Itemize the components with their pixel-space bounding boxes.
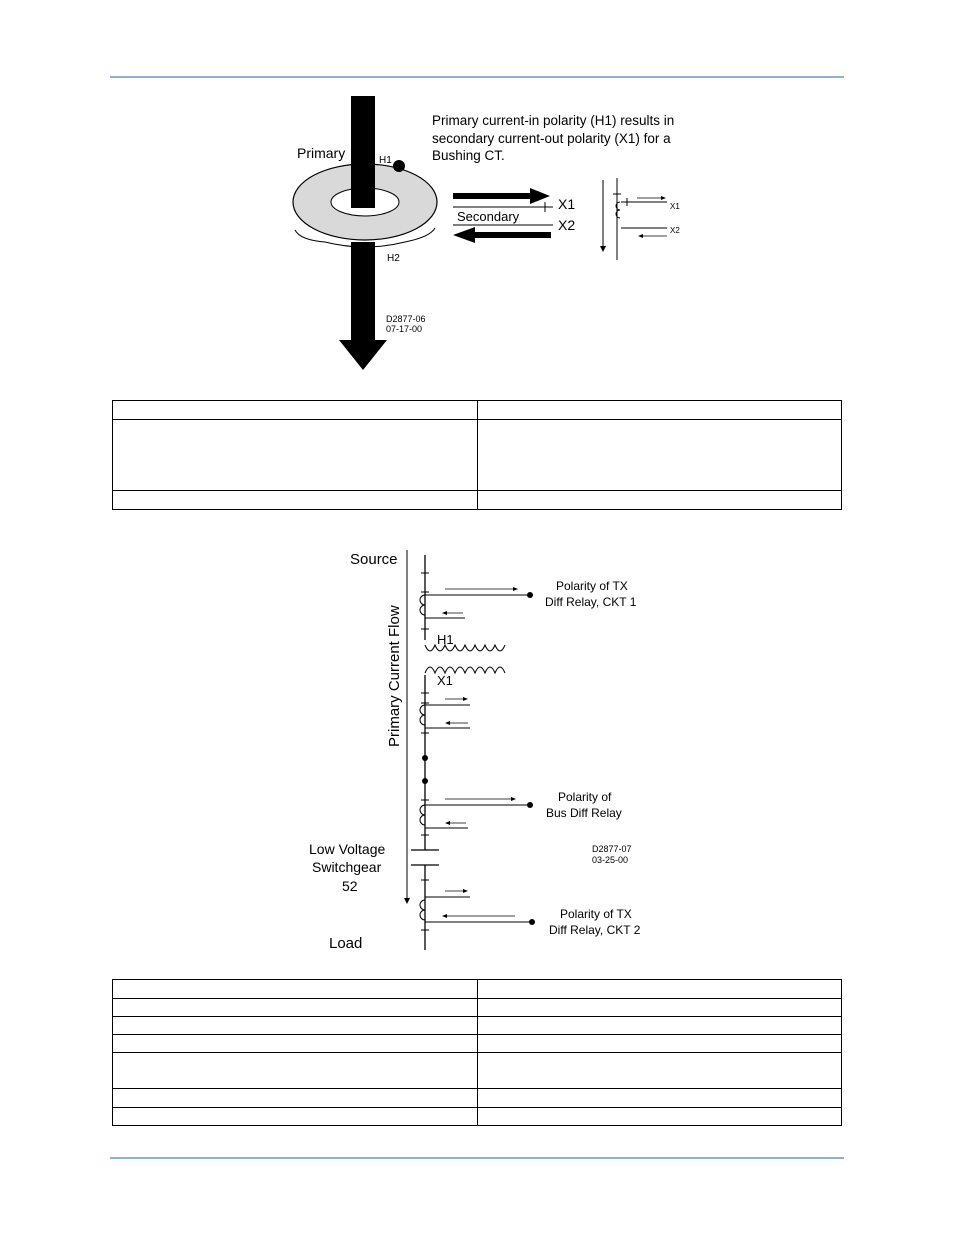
table-cell <box>112 400 478 420</box>
drawing-number-2: D2877-07 <box>592 844 632 854</box>
polarity-note-line2: secondary current-out polarity (X1) for … <box>432 131 671 146</box>
table-cell <box>476 1107 842 1126</box>
table-cell <box>476 1016 842 1035</box>
lv-switchgear-line1: Low Voltage <box>309 841 385 857</box>
drawing-number: D2877-06 <box>386 314 426 324</box>
secondary-out-arrow-shaft <box>453 193 533 199</box>
tx2-polarity-line1: Polarity of TX <box>560 907 632 921</box>
bus-node-lower <box>422 778 428 784</box>
drawing-date-2: 03-25-00 <box>592 855 628 865</box>
transformer-secondary-winding <box>424 666 506 675</box>
table-cell <box>112 1088 478 1108</box>
tx1-polarity-line2: Diff Relay, CKT 1 <box>545 595 637 609</box>
transformer-h1-label: H1 <box>437 632 454 647</box>
table-cell <box>112 1052 478 1089</box>
table-row <box>112 1016 842 1035</box>
lv-switchgear-line3: 52 <box>342 878 358 894</box>
table-cell <box>112 419 478 491</box>
bus-polarity-line1: Polarity of <box>558 790 612 804</box>
secondary-out-arrowhead <box>530 188 550 204</box>
ct4-coil <box>419 899 426 921</box>
x1-label: X1 <box>558 196 575 212</box>
ct3-relay-dot <box>527 802 533 808</box>
bus-polarity-line2: Bus Diff Relay <box>546 806 622 820</box>
load-label: Load <box>329 935 362 952</box>
polarity-note-line1: Primary current-in polarity (H1) results… <box>432 113 674 128</box>
table-row <box>112 419 842 491</box>
ct4-relay-dot <box>529 919 535 925</box>
table-row <box>112 1107 842 1126</box>
ct3-coil <box>419 804 426 826</box>
source-label: Source <box>350 551 398 568</box>
lv-switchgear-line2: Switchgear <box>312 859 382 875</box>
schematic-x2-label: X2 <box>670 226 680 235</box>
table-row <box>112 1034 842 1053</box>
ct2-coil <box>419 704 426 726</box>
table-cell <box>476 419 842 491</box>
table-cell <box>476 490 842 510</box>
schematic-x1-label: X1 <box>670 202 680 211</box>
primary-current-arrowhead <box>339 340 387 370</box>
table-row <box>112 1052 842 1089</box>
table-row <box>112 1088 842 1108</box>
h1-label: H1 <box>379 155 392 166</box>
secondary-in-arrowhead <box>453 227 475 243</box>
x2-label: X2 <box>558 217 575 233</box>
table-row <box>112 998 842 1017</box>
ct-polarity-one-line-figure: Primary Current Flow Source Load Polarit… <box>309 550 641 952</box>
table-1 <box>112 400 842 510</box>
bushing-ct-polarity-figure: Primary H1 H2 X1 X2 Secondary Primary cu… <box>292 96 680 370</box>
table-cell <box>112 1107 478 1126</box>
table-cell <box>476 1052 842 1089</box>
ct1-coil <box>419 594 426 616</box>
table-cell <box>112 998 478 1017</box>
bus-node-upper <box>422 755 428 761</box>
drawing-date: 07-17-00 <box>386 324 422 334</box>
primary-label: Primary <box>297 145 345 161</box>
table-cell <box>476 1034 842 1053</box>
table-row <box>112 400 842 420</box>
secondary-in-arrow-shaft <box>473 232 551 238</box>
h1-polarity-dot <box>393 160 405 172</box>
secondary-label: Secondary <box>457 209 520 224</box>
table-cell <box>476 400 842 420</box>
transformer-x1-label: X1 <box>437 673 453 688</box>
table-row <box>112 490 842 510</box>
footer-rule <box>110 1157 844 1159</box>
table-cell <box>112 1034 478 1053</box>
transformer-primary-winding <box>424 643 506 652</box>
tx2-polarity-line2: Diff Relay, CKT 2 <box>549 923 641 937</box>
table-cell <box>112 979 478 999</box>
primary-conductor-top <box>351 96 375 208</box>
table-row <box>112 979 842 999</box>
ct1-relay-dot <box>527 592 533 598</box>
table-cell <box>476 979 842 999</box>
schematic-ct-coil <box>615 201 621 219</box>
schematic-flow-arrowhead <box>600 246 606 252</box>
polarity-note-line3: Bushing CT. <box>432 148 505 163</box>
header-rule <box>110 76 844 78</box>
table-cell <box>476 1088 842 1108</box>
table-cell <box>476 998 842 1017</box>
table-2 <box>112 979 842 1126</box>
primary-conductor-bottom <box>351 242 375 342</box>
tx1-polarity-line1: Polarity of TX <box>556 579 628 593</box>
primary-current-flow-label: Primary Current Flow <box>386 605 403 747</box>
table-cell <box>112 490 478 510</box>
h2-label: H2 <box>387 253 400 264</box>
table-cell <box>112 1016 478 1035</box>
primary-flow-arrowhead <box>404 898 410 904</box>
